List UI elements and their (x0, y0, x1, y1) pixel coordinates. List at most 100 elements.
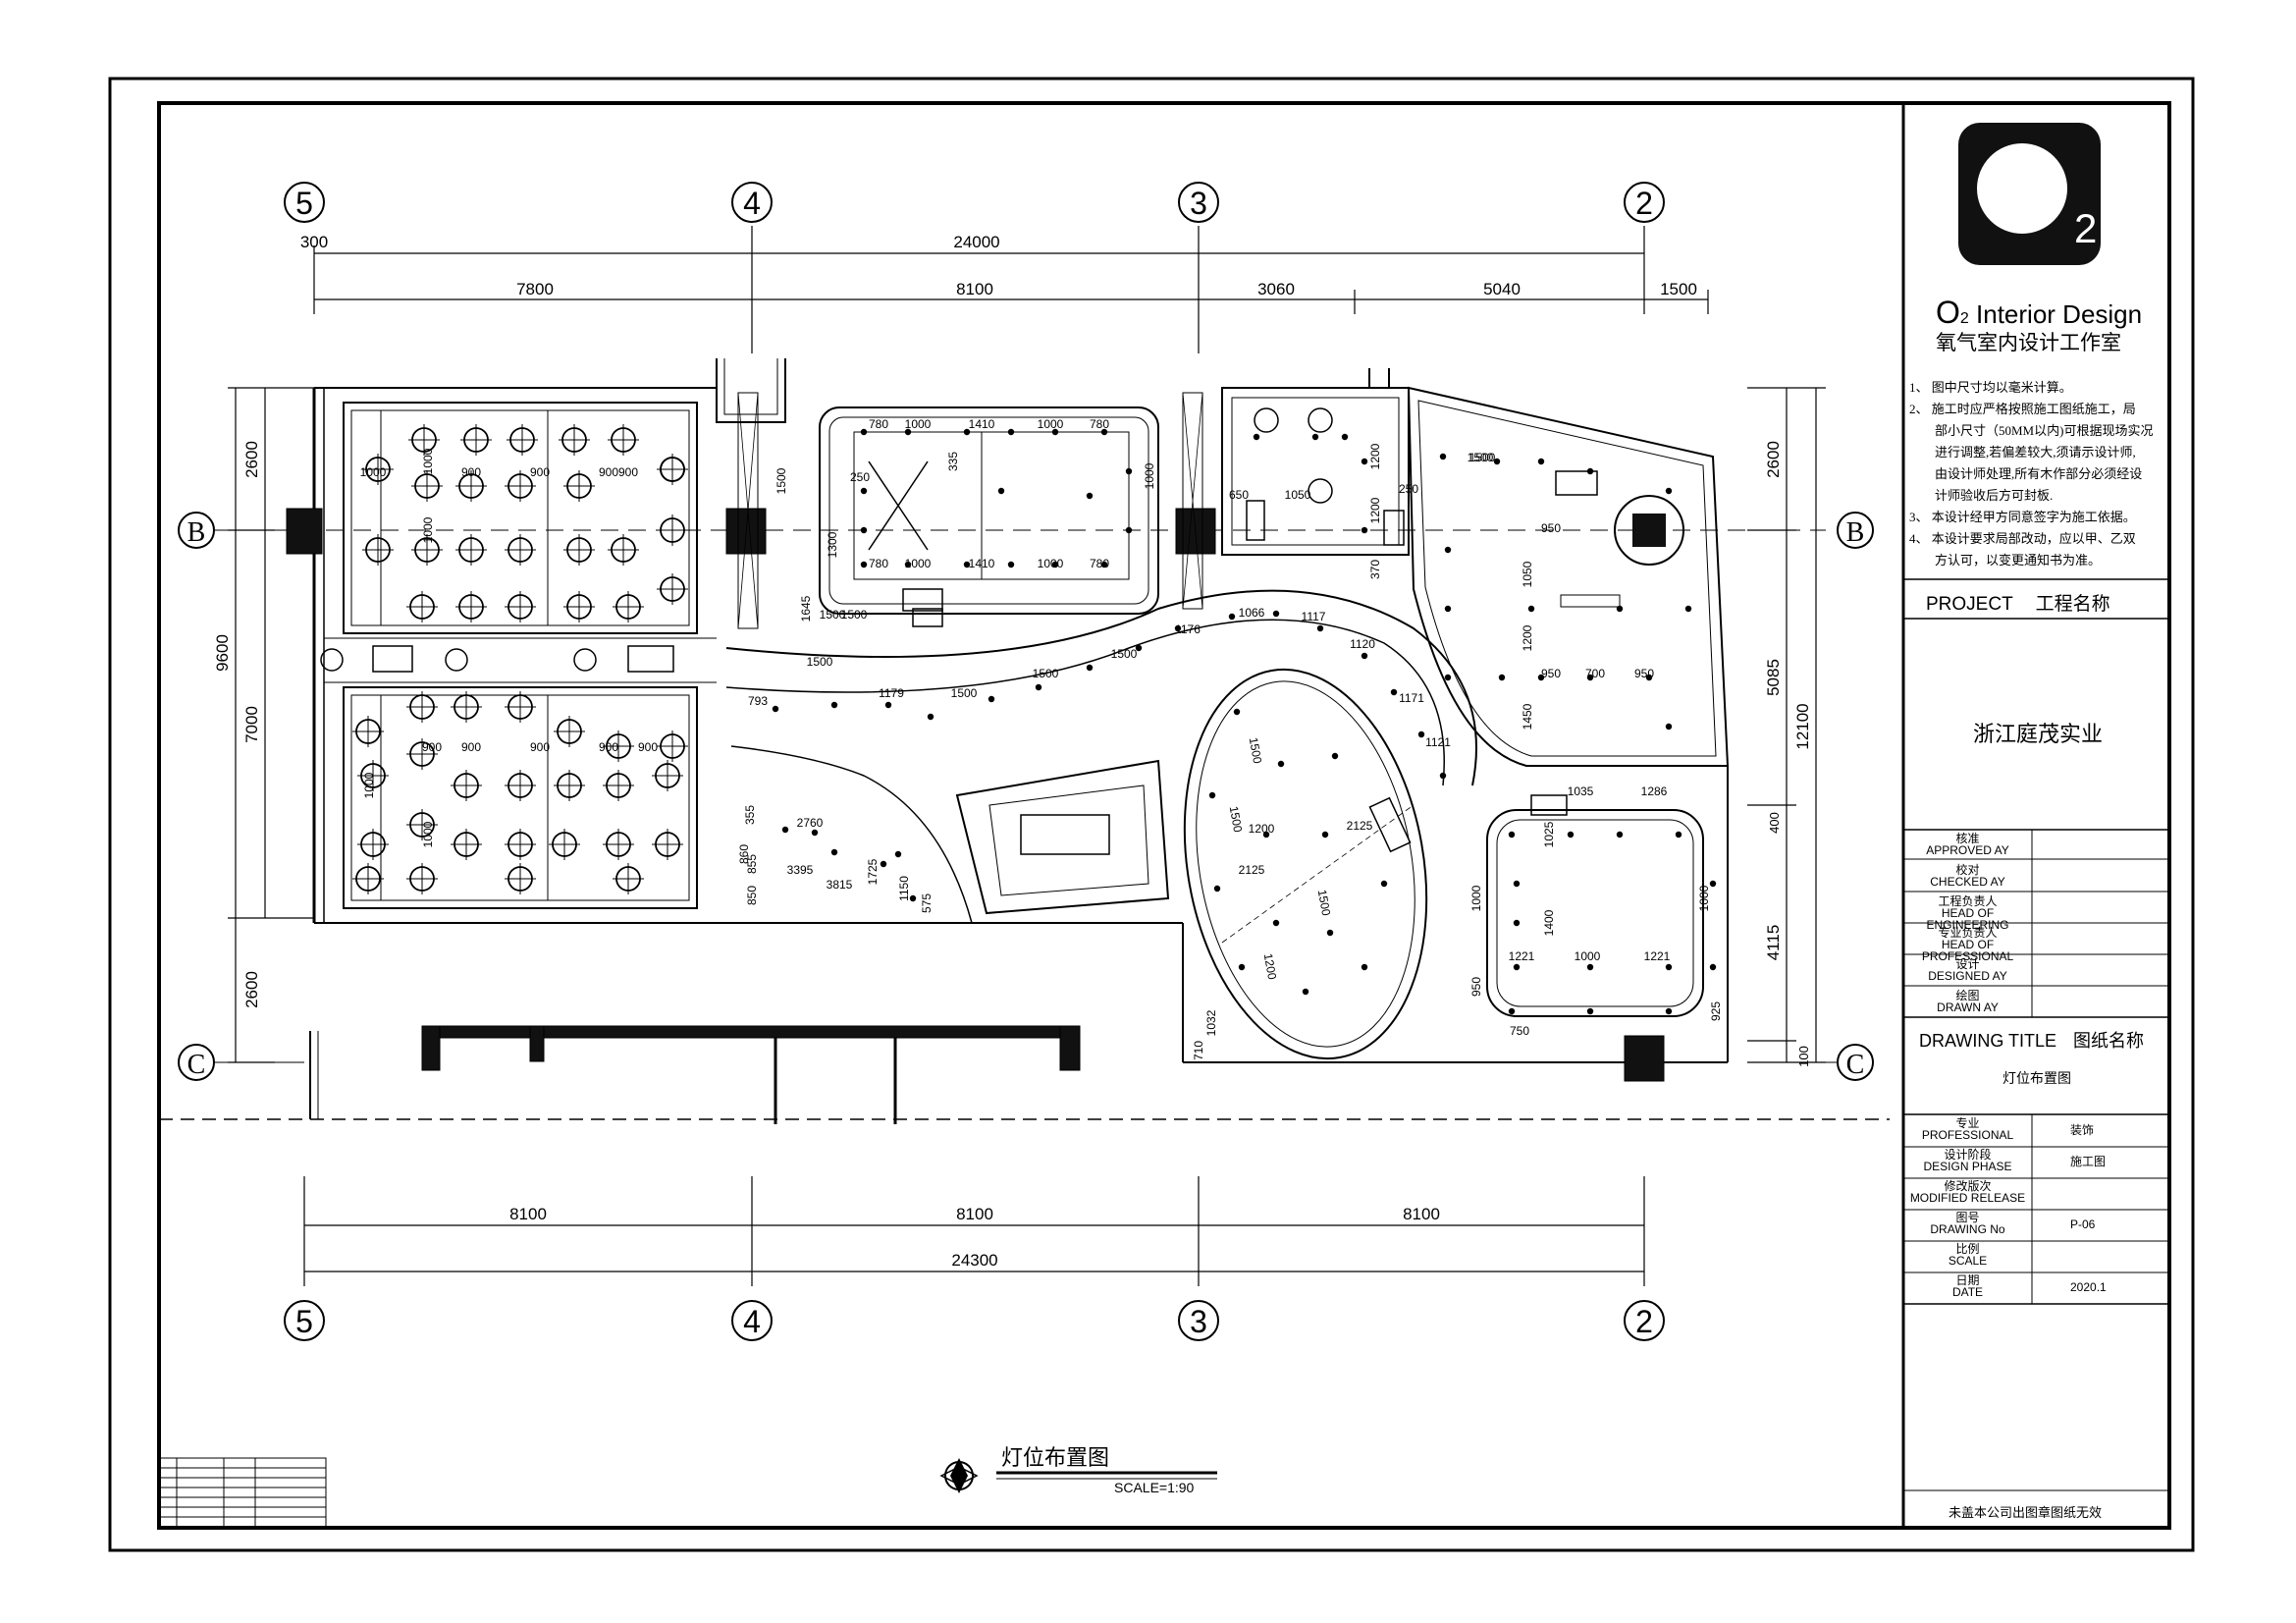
svg-text:2760: 2760 (797, 816, 824, 830)
downlights (352, 424, 688, 894)
svg-text:950: 950 (1541, 521, 1561, 535)
downlight-icon (406, 863, 438, 894)
svg-text:1000: 1000 (360, 465, 387, 479)
project-name: 浙江庭茂实业 (1973, 722, 2104, 746)
downlight-icon (603, 730, 634, 762)
svg-text:860: 860 (737, 844, 751, 864)
spotlight-icon (1586, 1007, 1594, 1015)
spotlight-icon (1498, 674, 1506, 681)
svg-text:780: 780 (869, 557, 888, 570)
axis-label-top-4: 4 (743, 186, 761, 221)
title-block (1903, 578, 2169, 1491)
info-row-label: 日期 DATE (1903, 1274, 2032, 1298)
downlight-icon (563, 470, 595, 502)
note-line: 2、 施工时应严格按照施工图纸施工，局 (1909, 402, 2136, 416)
svg-text:5040: 5040 (1483, 280, 1521, 298)
svg-text:1200: 1200 (1521, 624, 1534, 651)
svg-text:925: 925 (1709, 1001, 1723, 1021)
svg-text:900: 900 (461, 465, 481, 479)
spotlight-icon (1326, 929, 1334, 937)
svg-text:250: 250 (850, 470, 870, 484)
info-row-en: MODIFIED RELEASE (1909, 1191, 2026, 1205)
svg-text:1450: 1450 (1521, 703, 1534, 730)
info-row-en: DATE (1951, 1285, 1984, 1299)
spotlight-icon (1586, 674, 1594, 681)
spotlight-icon (880, 860, 887, 868)
floor-plan (286, 358, 1730, 1124)
spotlight-icon (1444, 546, 1452, 554)
spotlight-icon (1665, 723, 1673, 730)
approval-row: 专业负责人 HEAD OF PROFESSIONAL (1903, 924, 2032, 962)
approval-row: 校对 CHECKED AY (1903, 861, 2032, 893)
downlight-icon (352, 863, 384, 894)
spotlight-icon (1665, 963, 1673, 971)
note-line: 方认可，以变更通知书为准。 (1935, 553, 2102, 568)
spotlight-icon (1709, 880, 1717, 888)
downlight-icon (352, 716, 384, 747)
svg-text:1035: 1035 (1568, 784, 1594, 798)
info-row-label: 修改版次 MODIFIED RELEASE (1903, 1180, 2032, 1204)
company-en-prefix: O (1936, 295, 1960, 330)
approval-row: 工程负责人 HEAD OF ENGINEERING (1903, 893, 2032, 931)
info-row: 图号 DRAWING No P-06 (1903, 1209, 2169, 1240)
svg-text:850: 850 (745, 886, 759, 905)
approval-row: 核准 APPROVED AY (1903, 830, 2032, 861)
spotlight-icon (1361, 652, 1368, 660)
company-en-sub: 2 (1959, 310, 1969, 327)
downlight-icon (406, 738, 438, 770)
svg-text:1000: 1000 (1038, 417, 1064, 431)
approval-row: 设计 DESIGNED AY (1903, 955, 2032, 987)
svg-text:1200: 1200 (1249, 822, 1275, 836)
svg-text:7000: 7000 (242, 706, 261, 743)
svg-text:650: 650 (1229, 488, 1249, 502)
svg-text:900: 900 (599, 740, 618, 754)
svg-text:8100: 8100 (956, 1205, 993, 1223)
svg-text:1410: 1410 (969, 557, 995, 570)
downlight-icon (603, 770, 634, 801)
downlight-icon (608, 534, 639, 566)
project-label-en: PROJECT (1926, 594, 2013, 615)
axis-label-top-2: 2 (1635, 186, 1653, 221)
dimension-top (313, 226, 1709, 353)
project-label-cn: 工程名称 (2035, 594, 2110, 615)
downlight-icon (505, 829, 536, 860)
spotlight-icon (1513, 919, 1521, 927)
svg-text:1000: 1000 (1143, 462, 1156, 489)
project-label: PROJECT 工程名称 (1926, 589, 2110, 616)
spotlight-icon (781, 826, 789, 834)
downlight-icon (411, 534, 443, 566)
spotlight-icon (884, 701, 892, 709)
company-en-rest: Interior Design (1968, 299, 2143, 329)
svg-text:1117: 1117 (1302, 610, 1326, 623)
svg-text:5085: 5085 (1764, 659, 1783, 696)
svg-text:1300: 1300 (826, 531, 839, 558)
downlight-icon (357, 829, 389, 860)
svg-text:1645: 1645 (799, 595, 813, 622)
downlight-icon (563, 534, 595, 566)
downlight-icon (657, 514, 688, 546)
spotlight-icon (1100, 428, 1108, 436)
downlight-icon (406, 591, 438, 622)
svg-text:1000: 1000 (1038, 557, 1064, 570)
svg-text:2600: 2600 (242, 971, 261, 1008)
info-row: 专业 PROFESSIONAL 装饰 (1903, 1114, 2169, 1146)
spotlight-icon (1233, 708, 1241, 716)
downlight-icon (505, 591, 536, 622)
spotlight-icon (1316, 624, 1324, 632)
drawing-title-value: 灯位布置图 (2002, 1072, 2071, 1087)
approval-row-cn: 专业负责人 (1938, 926, 1998, 940)
svg-text:2600: 2600 (242, 441, 261, 478)
svg-text:1000: 1000 (1469, 885, 1483, 911)
svg-text:1725: 1725 (866, 858, 880, 885)
spotlight-icon (1007, 428, 1015, 436)
spotlight-icon (1567, 831, 1575, 839)
approval-row-cn: 绘图 (1955, 989, 1980, 1002)
dimension-right-text: 2600 5085 4115 12100 100 400 (1764, 441, 1812, 1067)
downlight-icon (455, 470, 487, 502)
approval-row-en: CHECKED AY (1930, 875, 2005, 889)
info-row-value: 装饰 (2070, 1123, 2095, 1137)
svg-text:12100: 12100 (1793, 703, 1812, 749)
grid-axis-rows: B B C C (178, 512, 1874, 1081)
drawing-title-label-en: DRAWING TITLE (1919, 1031, 2057, 1051)
note-line: 1、 图中尺寸均以毫米计算。 (1909, 380, 2072, 395)
